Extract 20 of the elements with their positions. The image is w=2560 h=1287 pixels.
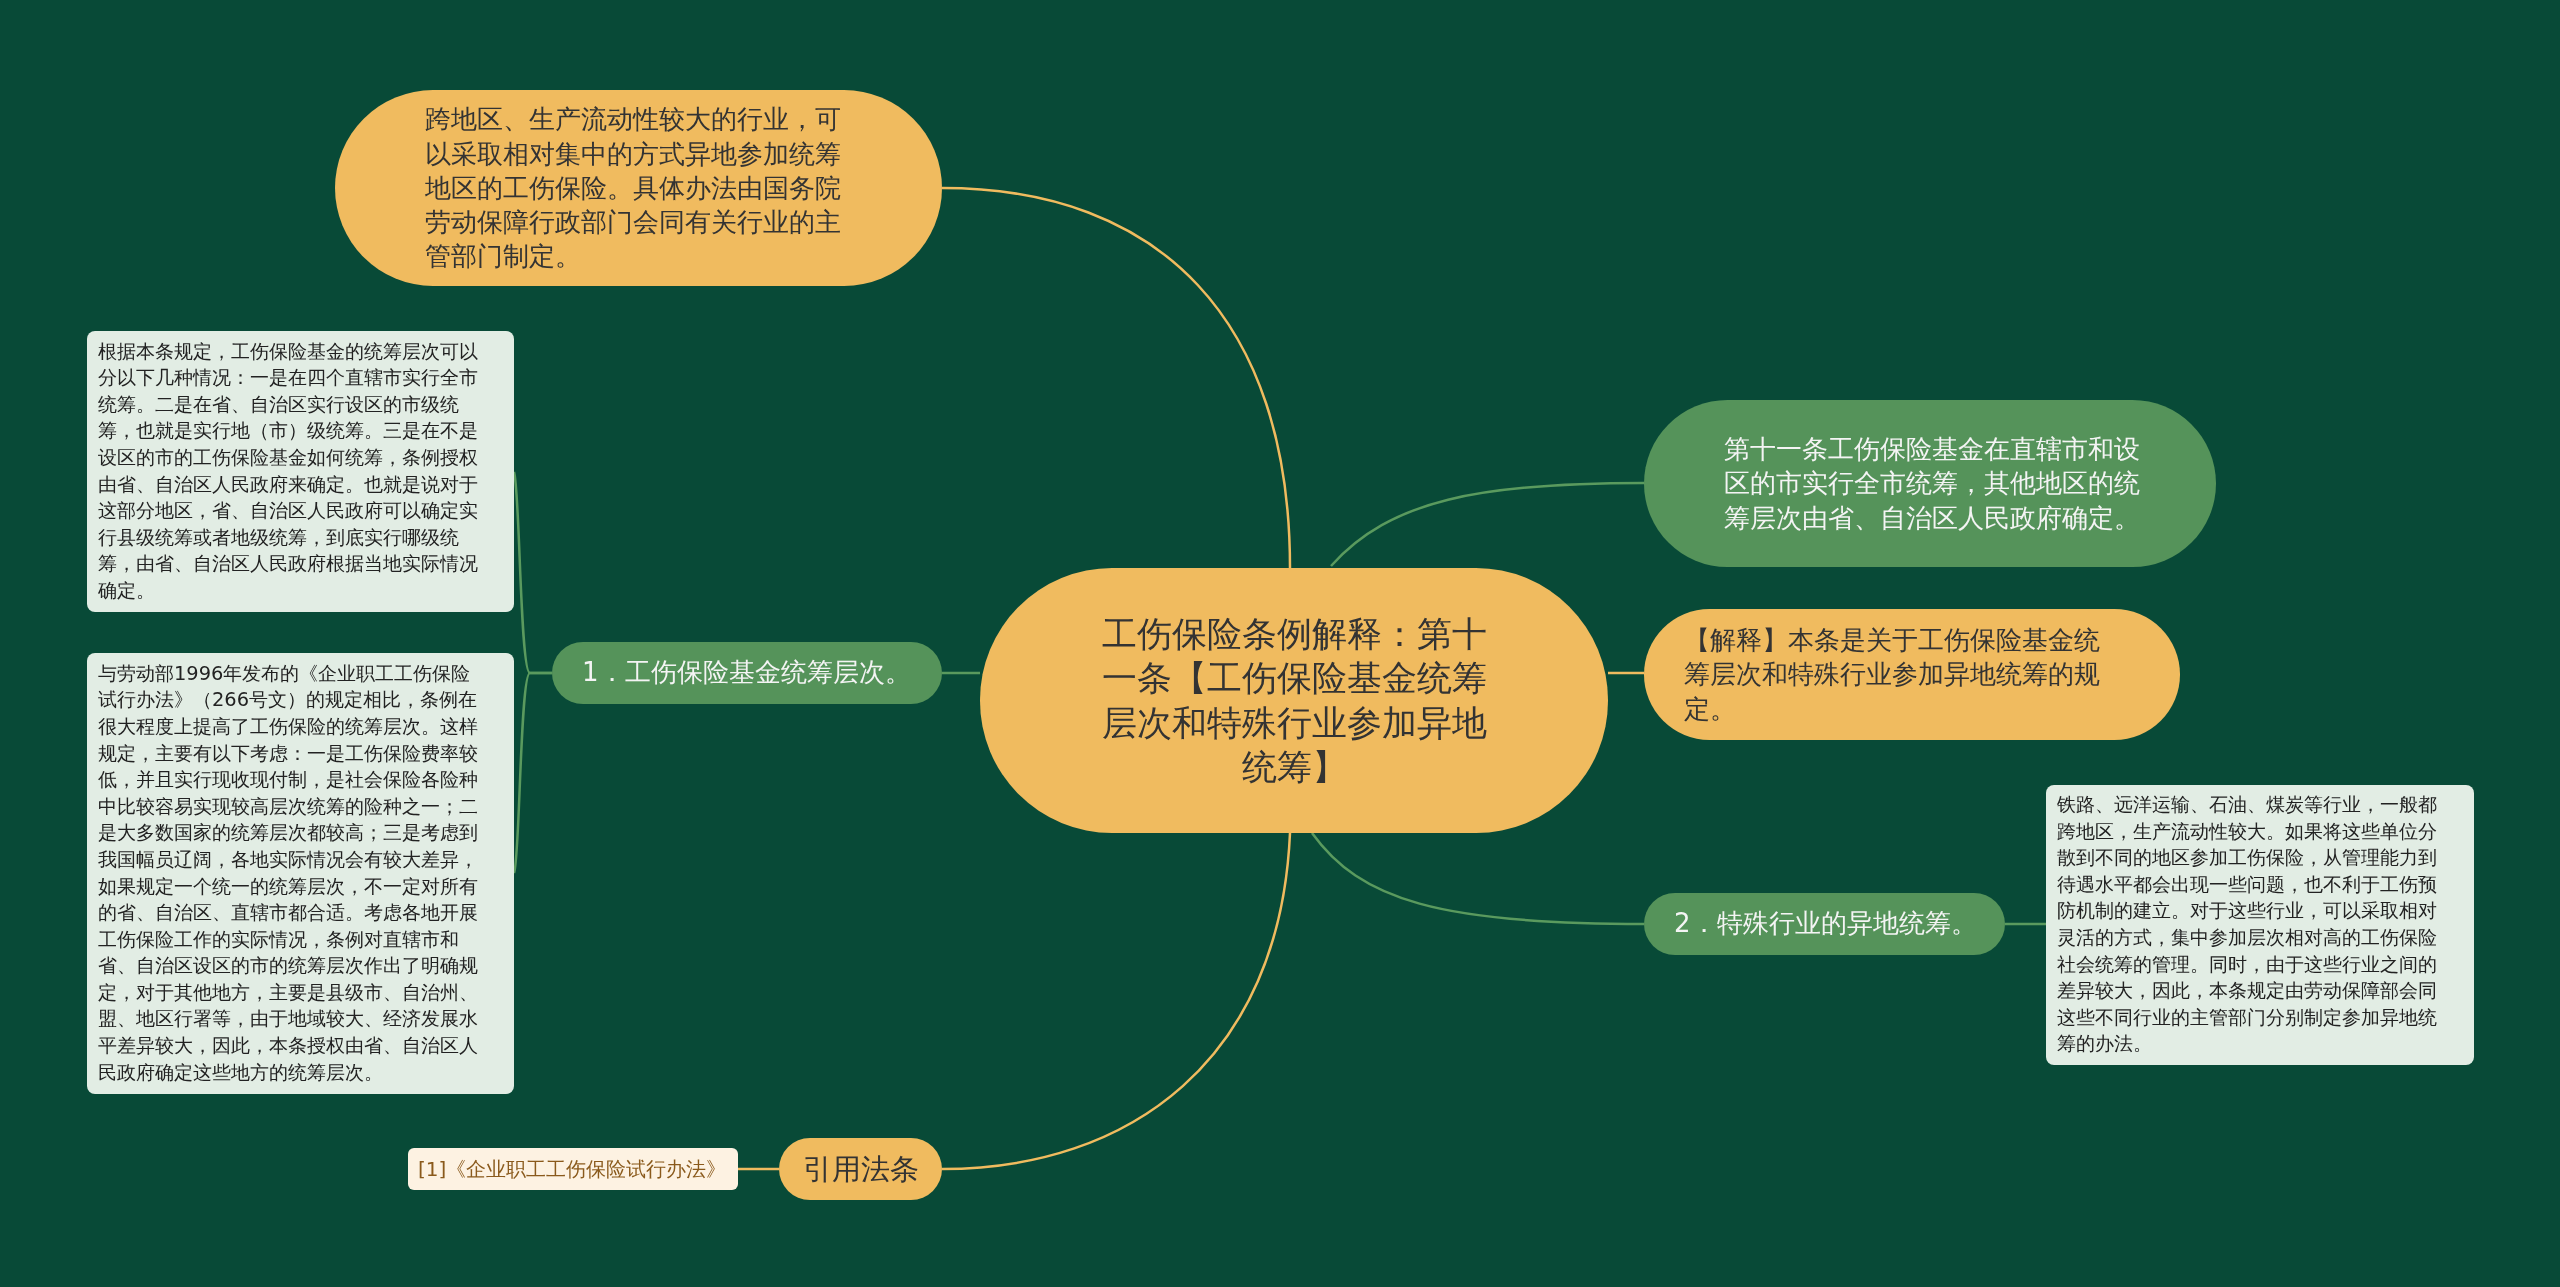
connector-line	[1608, 671, 1644, 675]
central-topic: 工伤保险条例解释：第十一条【工伤保险基金统筹层次和特殊行业参加异地统筹】	[980, 568, 1608, 833]
branch-pill: 2．特殊行业的异地统筹。	[1644, 893, 2005, 955]
note-card: 根据本条规定，工伤保险基金的统筹层次可以分以下几种情况：一是在四个直辖市实行全市统筹。二是在省、自治区实行设区的市级统筹，也就是实行地（市）级统筹。三是在不是设区的市的工伤保险基金如何统筹，条例授权由省、自治区人民政府来确定。也就是说对于这部分地区，省、自治区人民政府可以确定实行县级统筹或者地级统筹，到底实行哪级统筹，由省、自治区人民政府根据当地实际情况确定。	[87, 331, 514, 612]
citation-tag: [1]《企业职工工伤保险试行办法》	[408, 1148, 738, 1190]
connector-line	[941, 186, 1292, 569]
note-card: 铁路、远洋运输、石油、煤炭等行业，一般都跨地区，生产流动性较大。如果将这些单位分散到不同的地区参加工伤保险，从管理能力到待遇水平都会出现一些问题，也不利于工伤预防机制的建立。对于这些行业，可以采取相对灵活的方式，集中参加层次相对高的工伤保险社会统筹的管理。同时，由于这些行业之间的差异较大，因此，本条规定由劳动保障部会同这些不同行业的主管部门分别制定参加异地统筹的办法。	[2046, 785, 2474, 1065]
connector-line	[1330, 481, 1644, 567]
connector-line	[2005, 922, 2046, 926]
note-card: 与劳动部1996年发布的《企业职工工伤保险试行办法》（266号文）的规定相比，条例在很大程度上提高了工伤保险的统筹层次。这样规定，主要有以下考虑：一是工伤保险费率较低，并且实行现收现付制，是社会保险各险种中比较容易实现较高层次统筹的险种之一；二是大多数国家的统筹层次都较高；三是考虑到我国幅员辽阔，各地实际情况会有较大差异，如果规定一个统一的统筹层次，不一定对所有的省、自治区、直辖市都合适。考虑各地开展工伤保险工作的实际情况，条例对直辖市和省、自治区设区的市的统筹层次作出了明确规定，对于其他地方，主要是县级市、自治州、盟、地区行署等，由于地域较大、经济发展水平差异较大，因此，本条授权由省、自治区人民政府确定这些地方的统筹层次。	[87, 653, 514, 1094]
connector-line	[942, 671, 980, 675]
branch-pill: 1．工伤保险基金统筹层次。	[552, 642, 942, 704]
connector-line	[512, 671, 552, 874]
connector-line	[941, 832, 1292, 1171]
topic-bubble: 【解释】本条是关于工伤保险基金统筹层次和特殊行业参加异地统筹的规定。	[1644, 609, 2180, 740]
topic-bubble: 第十一条工伤保险基金在直辖市和设区的市实行全市统筹，其他地区的统筹层次由省、自治区人民政府确定。	[1644, 400, 2216, 567]
branch-pill: 引用法条	[779, 1138, 942, 1200]
topic-bubble: 跨地区、生产流动性较大的行业，可以采取相对集中的方式异地参加统筹地区的工伤保险。具体办法由国务院劳动保障行政部门会同有关行业的主管部门制定。	[335, 90, 942, 286]
connector-line	[1311, 832, 1644, 926]
connector-line	[738, 1167, 779, 1171]
